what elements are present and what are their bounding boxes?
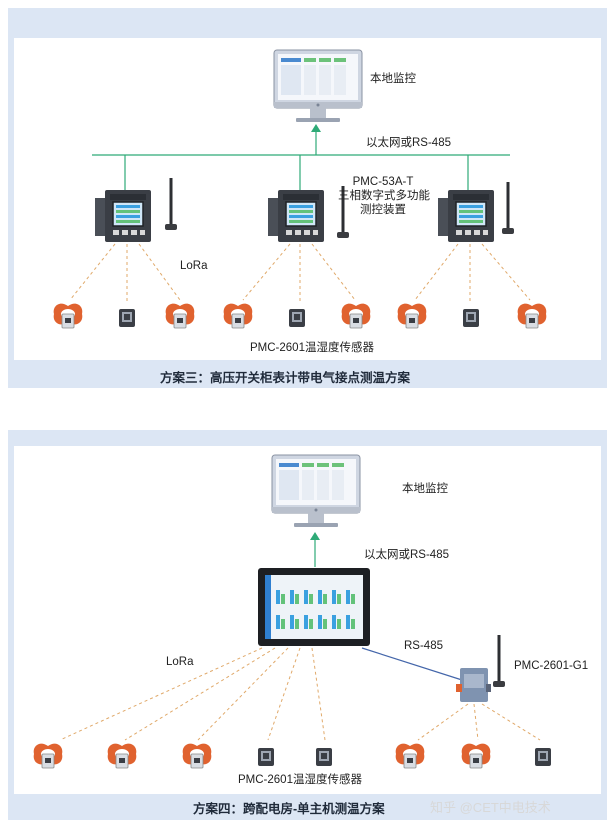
antenna-icon bbox=[165, 178, 177, 230]
local-monitor-label: 本地监控 bbox=[370, 73, 416, 85]
monitor-icon bbox=[271, 454, 361, 528]
box-sensor-icon bbox=[258, 748, 274, 766]
meter-device-icon bbox=[94, 189, 152, 243]
scheme4-caption: 方案四：跨配电房-单主机测温方案 bbox=[193, 802, 385, 816]
device-model: PMC-53A-T bbox=[352, 176, 414, 188]
box-sensor-icon bbox=[119, 309, 135, 327]
sensor-label: PMC-2601温湿度传感器 bbox=[238, 774, 362, 786]
antenna-icon bbox=[493, 635, 505, 687]
touchscreen-host-icon bbox=[258, 568, 370, 646]
network-label: 以太网或RS-485 bbox=[366, 137, 451, 149]
local-monitor-label: 本地监控 bbox=[402, 483, 448, 495]
ring-sensor-icon bbox=[397, 303, 427, 329]
ring-sensor-icon bbox=[395, 743, 425, 769]
ring-sensor-icon bbox=[223, 303, 253, 329]
ring-sensor-icon bbox=[165, 303, 195, 329]
antenna-icon bbox=[502, 182, 514, 234]
network-label: 以太网或RS-485 bbox=[364, 549, 449, 561]
ring-sensor-icon bbox=[107, 743, 137, 769]
gateway-label: PMC-2601-G1 bbox=[514, 660, 589, 672]
meter-device-icon bbox=[267, 189, 325, 243]
ring-sensor-icon bbox=[53, 303, 83, 329]
scheme3-caption: 方案三：高压开关柜表计带电气接点测温方案 bbox=[160, 371, 411, 385]
rs485-label: RS-485 bbox=[404, 640, 443, 652]
box-sensor-icon bbox=[289, 309, 305, 327]
ring-sensor-icon bbox=[517, 303, 547, 329]
ring-sensor-icon bbox=[341, 303, 371, 329]
sensor-label: PMC-2601温湿度传感器 bbox=[250, 342, 374, 354]
monitor-icon bbox=[273, 49, 363, 123]
lora-label: LoRa bbox=[166, 656, 194, 668]
ring-sensor-icon bbox=[182, 743, 212, 769]
meter-device-icon bbox=[437, 189, 495, 243]
device-model-label: PMC-53A-T 三相数字式多功能 测控装置 bbox=[338, 175, 430, 217]
box-sensor-icon bbox=[535, 748, 551, 766]
watermark: 知乎 @CET中电技术 bbox=[430, 800, 551, 815]
ring-sensor-icon bbox=[461, 743, 491, 769]
ring-sensor-icon bbox=[33, 743, 63, 769]
device-desc-2: 测控装置 bbox=[360, 204, 406, 216]
device-desc-1: 三相数字式多功能 bbox=[338, 190, 430, 202]
box-sensor-icon bbox=[463, 309, 479, 327]
lora-label: LoRa bbox=[180, 260, 208, 272]
box-sensor-icon bbox=[316, 748, 332, 766]
gateway-icon bbox=[456, 668, 491, 702]
